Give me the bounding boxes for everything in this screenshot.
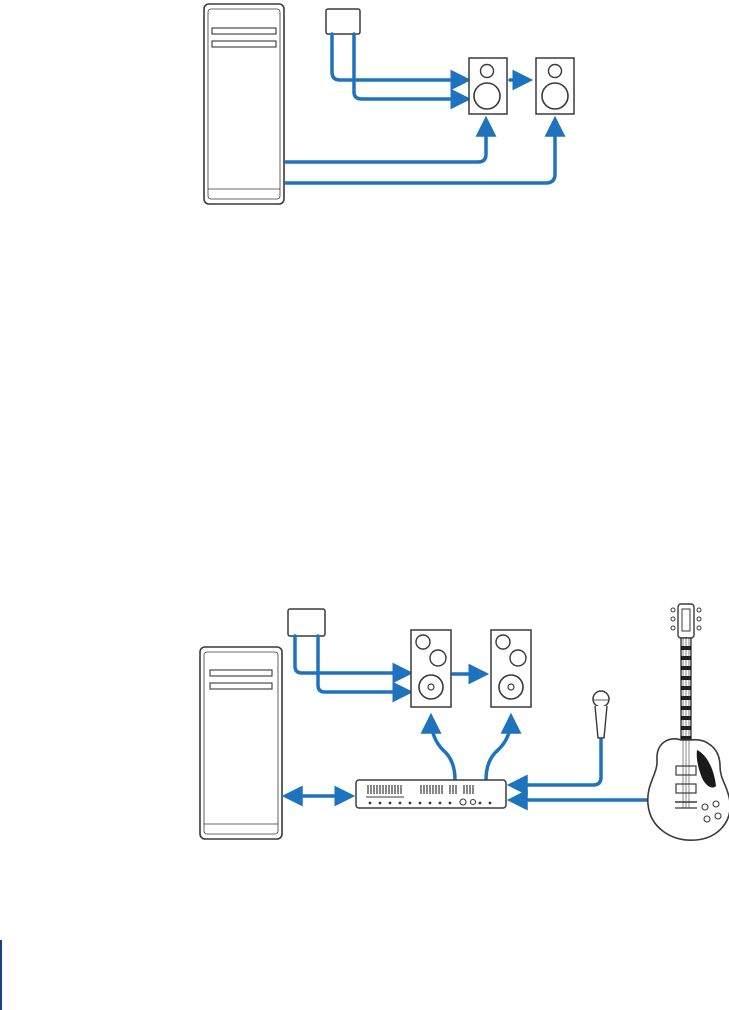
computer-tower-icon xyxy=(200,647,282,839)
diagram-basic-monitor-setup xyxy=(0,0,729,230)
cable-interface-to-speaker-right xyxy=(486,718,511,780)
speaker-right-icon xyxy=(491,630,531,707)
speaker-left-icon xyxy=(411,630,451,707)
audio-interface-icon xyxy=(356,780,506,808)
cable-keyboard-to-speaker-a xyxy=(332,34,466,80)
left-margin-rule xyxy=(0,940,2,1010)
cable-keyboard-to-speaker-a xyxy=(295,636,408,673)
electric-guitar-icon xyxy=(648,604,729,840)
cable-keyboard-to-speaker-b xyxy=(318,636,408,692)
speaker-left-icon xyxy=(469,58,507,114)
cable-interface-to-speaker-left xyxy=(431,718,455,780)
diagram-audio-interface-setup xyxy=(0,590,729,860)
cables-top xyxy=(286,34,555,183)
cable-computer-to-speaker-right xyxy=(286,121,555,183)
cable-computer-to-speaker-left xyxy=(286,121,486,162)
cable-keyboard-to-speaker-b xyxy=(354,34,466,99)
cable-microphone-to-interface xyxy=(512,740,601,785)
midi-keyboard-icon xyxy=(326,9,360,34)
microphone-icon xyxy=(593,691,609,738)
computer-tower-icon xyxy=(204,4,284,204)
midi-keyboard-icon xyxy=(288,609,325,636)
speaker-right-icon xyxy=(536,58,574,114)
